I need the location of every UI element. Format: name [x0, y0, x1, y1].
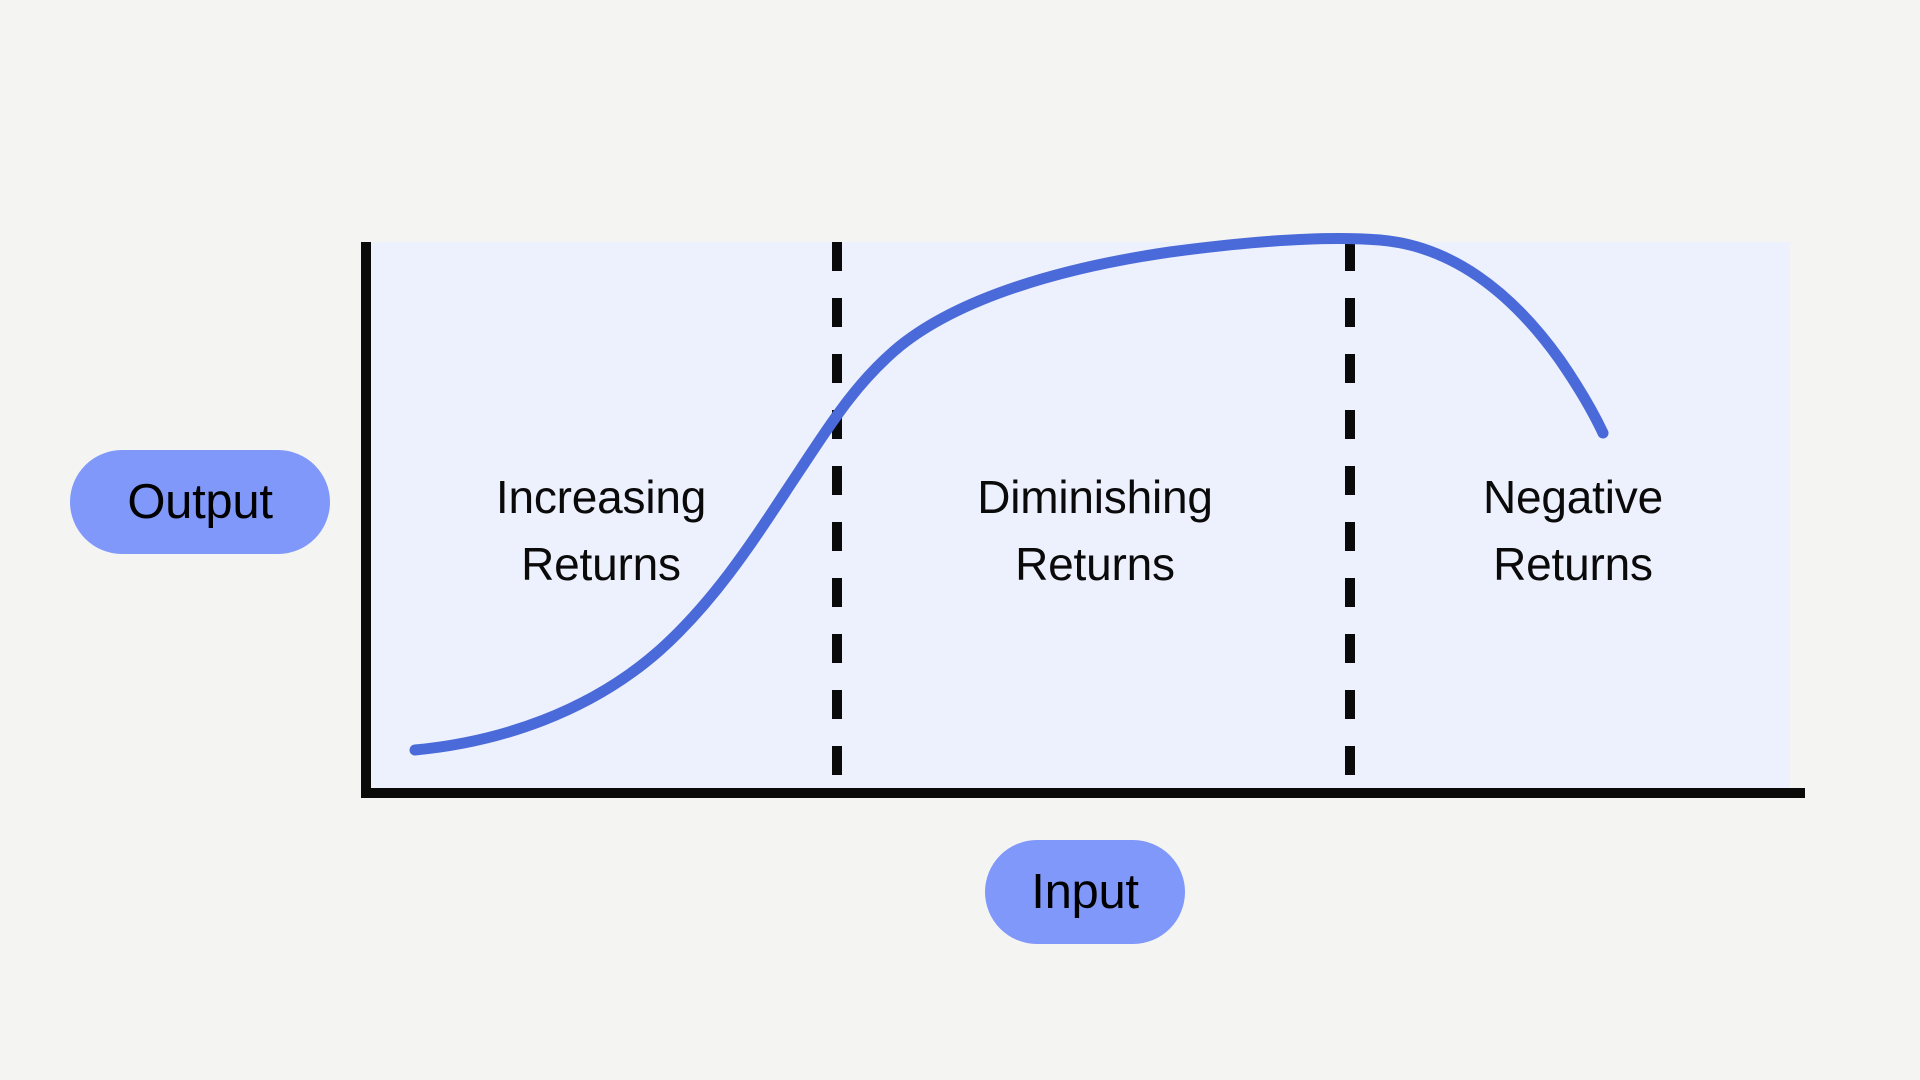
zone-label-negative-returns: Negative Returns: [1483, 471, 1663, 590]
x-axis-title-pill: Input: [985, 840, 1185, 944]
zone-divider-1: [832, 242, 842, 790]
zone-label-increasing-returns: Increasing Returns: [495, 471, 707, 590]
y-axis-title-pill: Output: [70, 450, 330, 554]
zone-label-diminishing-returns: Diminishing Returns: [977, 471, 1213, 590]
zone-divider-2: [1345, 242, 1355, 790]
x-axis-line: [361, 788, 1805, 798]
y-axis-line: [361, 242, 371, 798]
